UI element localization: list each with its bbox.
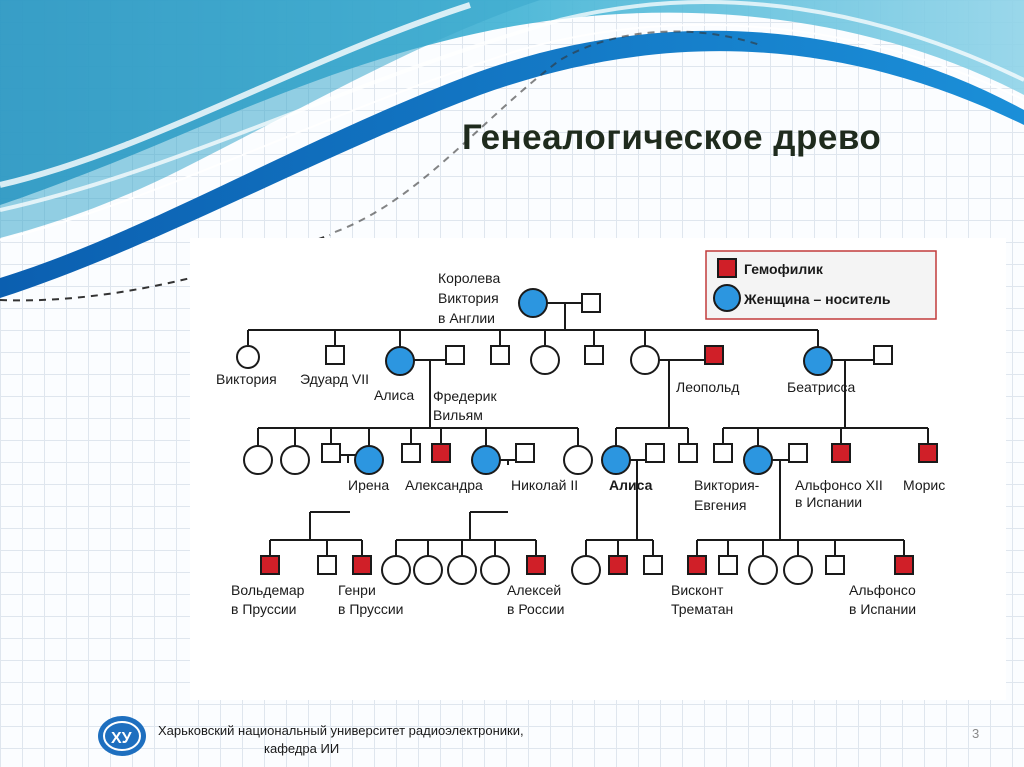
label-genri: Генри [338,582,376,598]
carrier-symbol [354,445,384,475]
label-eduard: Эдуард VII [300,371,369,387]
label-irena: Ирена [348,477,389,493]
label-voldemar: в Пруссии [231,601,297,617]
legend-carrier-swatch [713,284,741,312]
male-symbol [873,345,893,365]
male-symbol [584,345,604,365]
label-frederik: Вильям [433,407,483,423]
hemophiliac-symbol [352,555,372,575]
legend-carrier-label: Женщина – носитель [743,291,891,307]
footer-university: Харьковский национальный университет рад… [158,723,524,738]
female-symbol [571,555,601,585]
label-leopold: Леопольд [676,379,739,395]
carrier-symbol [518,288,548,318]
label-aleksei: в России [507,601,564,617]
label-alfonso-xii: Альфонсо XII [795,477,883,493]
male-symbol [445,345,465,365]
hemophiliac-symbol [260,555,280,575]
female-symbol [236,345,260,369]
label-alfonso: в Испании [849,601,916,617]
female-symbol [243,445,273,475]
label-viktoria: Виктория [216,371,277,387]
label-victoria-queen: в Англии [438,310,495,326]
male-symbol [643,555,663,575]
carrier-symbol [471,445,501,475]
hemophiliac-symbol [894,555,914,575]
legend: Гемофилик Женщина – носитель [705,250,937,320]
decorative-waves [0,0,1024,302]
female-symbol [783,555,813,585]
label-alfonso-xii: в Испании [795,494,862,510]
legend-hemophiliac-swatch [717,258,737,278]
female-symbol [413,555,443,585]
male-symbol [317,555,337,575]
label-aleksandra: Александра [405,477,483,493]
female-symbol [630,345,660,375]
hemophiliac-symbol [687,555,707,575]
female-symbol [748,555,778,585]
male-symbol [713,443,733,463]
male-symbol [718,555,738,575]
label-alisa-gen3: Алиса [609,477,653,493]
label-viktoria-evgenia: Виктория- [694,477,760,493]
male-symbol [490,345,510,365]
carrier-symbol [803,346,833,376]
hemophiliac-symbol [608,555,628,575]
label-alisa: Алиса [374,387,414,403]
male-symbol [645,443,665,463]
label-viskont: Трематан [671,601,733,617]
label-victoria-queen: Виктория [438,290,499,306]
label-frederik: Фредерик [433,388,497,404]
label-beatrissa: Беатрисса [787,379,855,395]
male-symbol [678,443,698,463]
label-genri: в Пруссии [338,601,404,617]
female-symbol [447,555,477,585]
male-symbol [321,443,341,463]
female-symbol [563,445,593,475]
legend-hemophiliac-label: Гемофилик [744,261,824,277]
slide-title: Генеалогическое древо [462,118,882,157]
label-viskont: Висконт [671,582,724,598]
hemophiliac-symbol [831,443,851,463]
male-symbol [581,293,601,313]
label-aleksei: Алексей [507,582,561,598]
female-symbol [280,445,310,475]
hemophiliac-symbol [918,443,938,463]
label-alfonso: Альфонсо [849,582,916,598]
hemophiliac-symbol [704,345,724,365]
male-symbol [788,443,808,463]
male-symbol [325,345,345,365]
logo-mark: ХУ [111,730,133,747]
label-victoria-queen: Королева [438,270,500,286]
hemophiliac-symbol [431,443,451,463]
university-logo: ХУ [98,716,146,756]
label-moris: Морис [903,477,945,493]
male-symbol [825,555,845,575]
label-nikolai: Николай II [511,477,578,493]
female-symbol [381,555,411,585]
carrier-symbol [743,445,773,475]
male-symbol [401,443,421,463]
label-voldemar: Вольдемар [231,582,305,598]
label-viktoria-evgenia: Евгения [694,497,747,513]
female-symbol [530,345,560,375]
footer-text: Харьковский национальный университет рад… [158,722,524,758]
page-number: 3 [972,726,980,741]
carrier-symbol [601,445,631,475]
carrier-symbol [385,346,415,376]
male-symbol [515,443,535,463]
footer-department: кафедра ИИ [264,741,340,756]
hemophiliac-symbol [526,555,546,575]
female-symbol [480,555,510,585]
